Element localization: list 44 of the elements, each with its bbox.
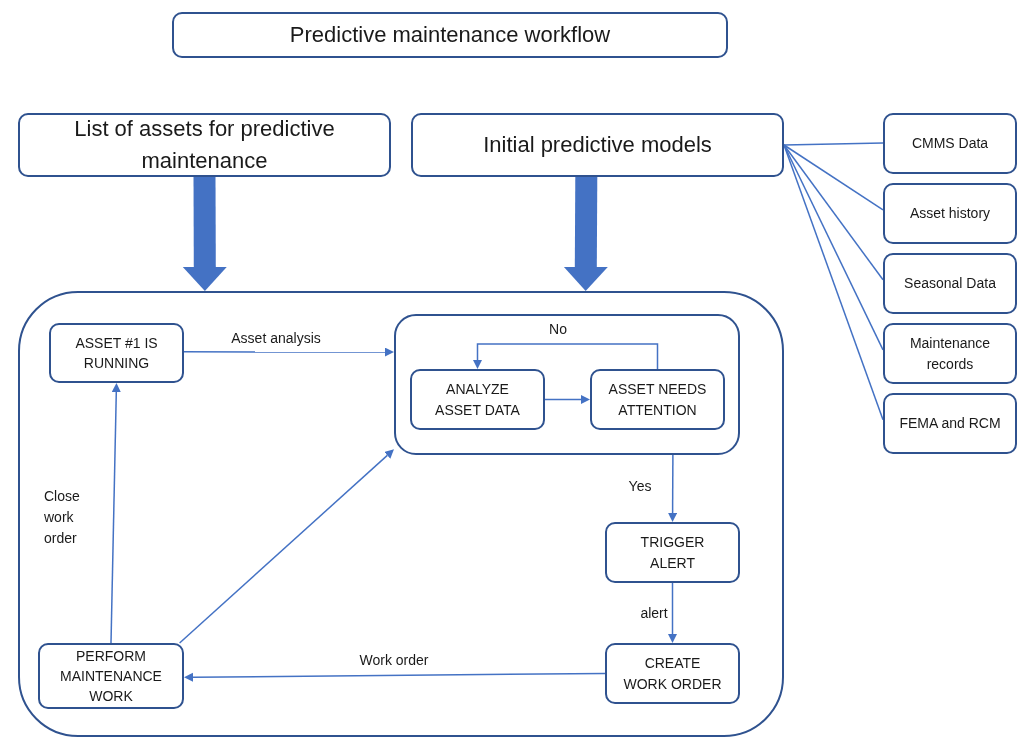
connector-line: [783, 144, 884, 421]
process-box: [883, 253, 1017, 314]
process-box: [49, 323, 184, 383]
process-box: [605, 643, 740, 704]
title-box: [172, 12, 728, 58]
box-label: CMMS Data: [910, 134, 990, 154]
arrow: [178, 449, 394, 644]
box-label: FEMA and RCM: [898, 414, 1002, 434]
arrow: [668, 582, 677, 643]
block-arrow: [563, 176, 608, 291]
box-label: Seasonal Data: [903, 274, 997, 294]
process-box: [38, 643, 184, 709]
box-label: ANALYZE ASSET DATA: [434, 380, 521, 420]
process-box: [883, 183, 1017, 244]
box-label: ASSET NEEDS ATTENTION: [607, 380, 708, 420]
arrow: [544, 395, 590, 404]
box-label: PERFORM MAINTENANCE WORK: [59, 646, 163, 707]
block-arrow: [182, 176, 227, 291]
box-label: Maintenance records: [908, 334, 992, 374]
process-box: [410, 369, 545, 430]
arrow: [183, 347, 394, 357]
box-label: Initial predictive models: [482, 131, 713, 160]
arrow: [110, 383, 121, 644]
arrow: [668, 454, 678, 522]
process-box: [883, 113, 1017, 174]
process-box: [590, 369, 725, 430]
process-box: [605, 522, 740, 583]
box-label: List of assets for predictive maintenance: [73, 115, 336, 175]
box-label: Asset history: [908, 204, 992, 224]
box-label: CREATE WORK ORDER: [622, 654, 723, 694]
process-box: [411, 113, 784, 177]
process-box: [883, 393, 1017, 454]
arrow: [473, 343, 659, 370]
box-label: ASSET #1 IS RUNNING: [74, 333, 159, 373]
arrow: [184, 672, 606, 682]
connector-line: [783, 142, 884, 146]
box-label: TRIGGER ALERT: [639, 533, 706, 573]
connector-line: [783, 144, 884, 281]
title-text: Predictive maintenance workflow: [288, 21, 612, 50]
process-box: [18, 113, 391, 177]
container-box: [394, 314, 740, 455]
connector-line: [783, 144, 884, 351]
connector-line: [783, 144, 884, 211]
process-box: [883, 323, 1017, 384]
